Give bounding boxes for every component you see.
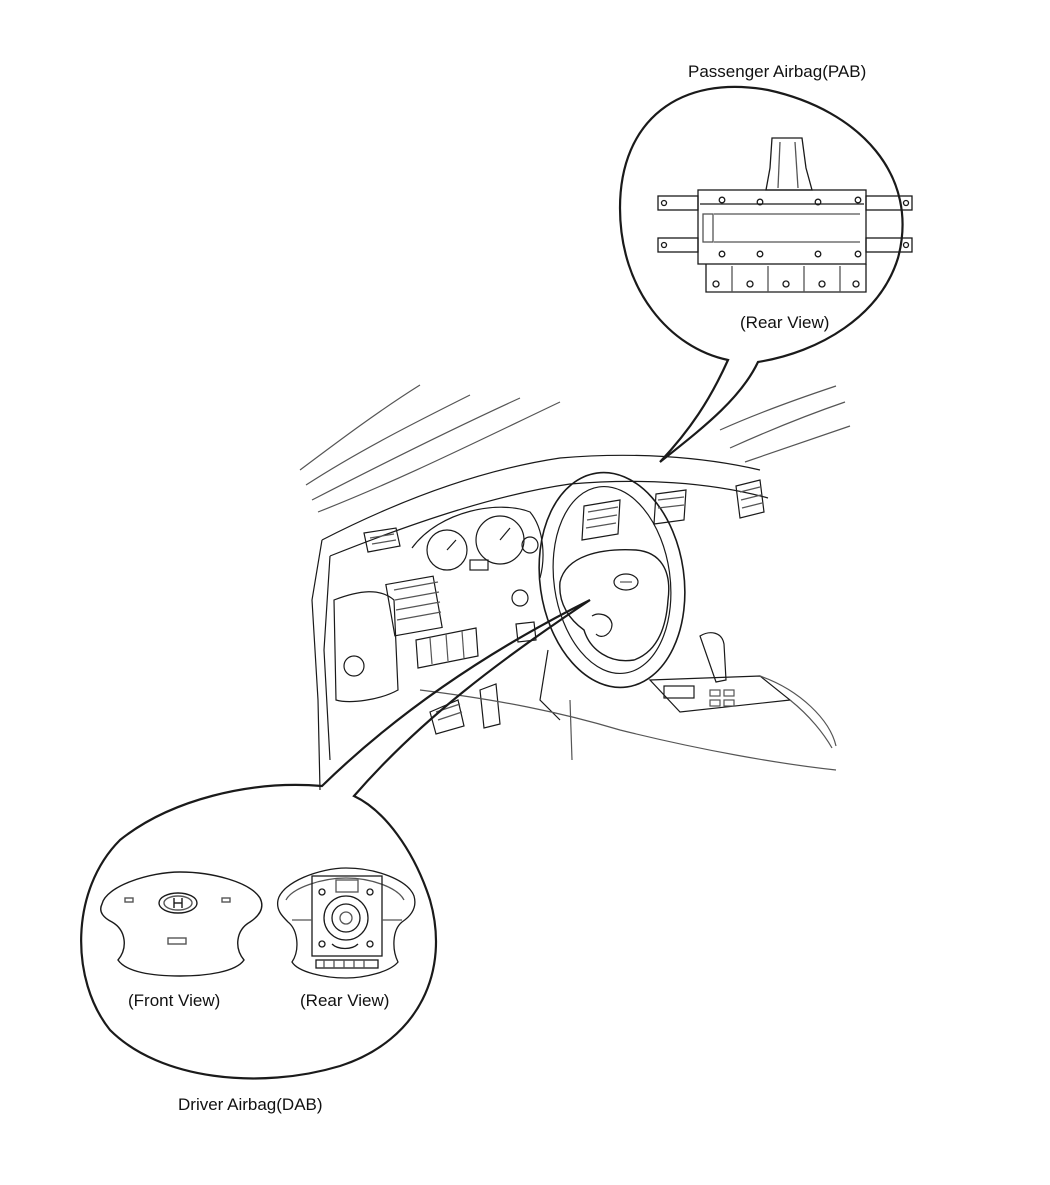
passenger-airbag-rear-view-label: (Rear View)	[740, 313, 830, 332]
driver-airbag-callout	[80, 599, 591, 1080]
pab-bubble-outline	[618, 85, 904, 463]
passenger-airbag-callout	[618, 85, 904, 463]
driver-airbag-front-view-label: (Front View)	[128, 991, 221, 1010]
vehicle-interior-dashboard	[299, 384, 851, 791]
passenger-airbag-module-rear	[657, 137, 913, 293]
dab-bubble-outline	[80, 599, 591, 1080]
driver-airbag-front-view	[100, 871, 263, 977]
driver-airbag-title: Driver Airbag(DAB)	[178, 1095, 323, 1114]
driver-airbag-rear-view-label: (Rear View)	[300, 991, 390, 1010]
driver-airbag-rear-view	[276, 867, 416, 979]
passenger-airbag-title: Passenger Airbag(PAB)	[688, 62, 867, 81]
